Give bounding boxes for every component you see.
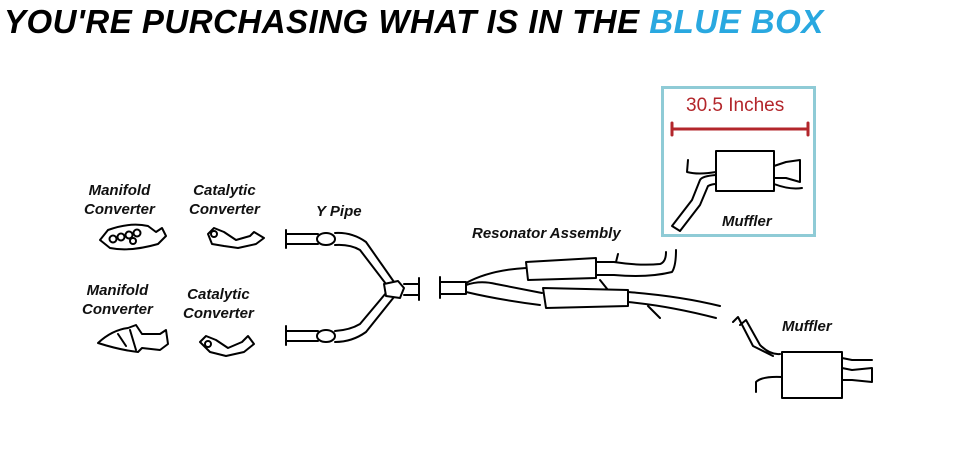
catalytic-converter-top-drawing [207, 227, 265, 249]
dimension-label: 30.5 Inches [686, 95, 785, 116]
resonator-assembly-drawing [439, 249, 721, 319]
headline-highlight: BLUE BOX [649, 3, 824, 40]
resonator-assembly-label: Resonator Assembly [472, 225, 621, 242]
label-line: Converter [183, 305, 254, 322]
muffler-boxed-label: Muffler [722, 213, 772, 230]
blue-box-highlight [661, 86, 816, 237]
label-line: Catalytic [187, 286, 250, 303]
label-line: Manifold [88, 182, 151, 199]
label-line: Catalytic [193, 182, 256, 199]
label-line: Converter [84, 201, 155, 218]
muffler-lower-drawing [732, 316, 873, 399]
manifold-converter-bottom-drawing [97, 324, 169, 353]
dimension-line [670, 121, 810, 137]
label-line: Converter [189, 201, 260, 218]
muffler-boxed-drawing [671, 150, 803, 232]
label-line: Converter [82, 301, 153, 318]
y-pipe-drawing [285, 229, 420, 346]
catalytic-converter-bottom-drawing [199, 335, 255, 357]
muffler-lower-label: Muffler [782, 318, 832, 335]
headline-prefix: YOU'RE PURCHASING WHAT IS IN THE [4, 3, 650, 40]
y-pipe-label: Y Pipe [316, 203, 362, 220]
label-line: Manifold [86, 282, 149, 299]
headline: YOU'RE PURCHASING WHAT IS IN THE BLUE BO… [4, 0, 824, 44]
manifold-converter-top-drawing [99, 223, 167, 251]
